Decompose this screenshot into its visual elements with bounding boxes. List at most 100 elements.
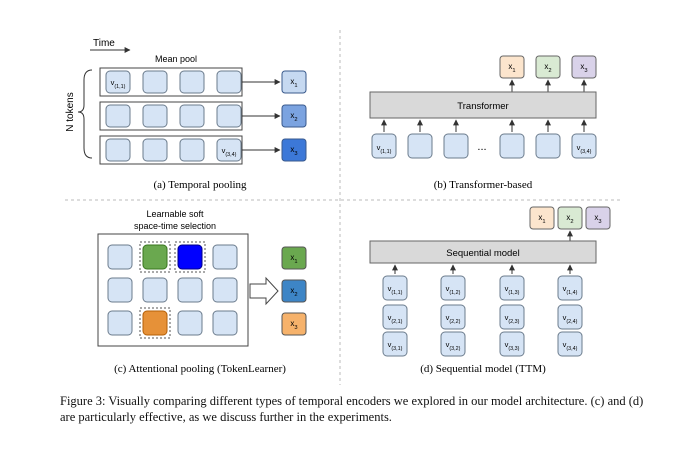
token xyxy=(216,70,242,94)
panel-b-caption: (b) Transformer-based xyxy=(434,179,533,191)
token-label-first: v(1,1) xyxy=(111,78,126,90)
token xyxy=(440,275,466,301)
output-token-label: x1 xyxy=(290,253,297,265)
token xyxy=(499,331,525,357)
token xyxy=(142,104,168,128)
token xyxy=(382,331,408,357)
token xyxy=(499,275,525,301)
token xyxy=(177,244,203,270)
time-label: Time xyxy=(93,38,115,49)
transformer-box xyxy=(369,91,597,119)
token xyxy=(535,133,561,159)
token-label: v(1,3) xyxy=(505,284,520,296)
sequential-model-box xyxy=(369,240,597,264)
panel-attentional-pooling: Learnable soft space-time selection x1x2… xyxy=(97,209,307,375)
output-token xyxy=(281,138,307,162)
output-token xyxy=(281,70,307,94)
token xyxy=(382,304,408,330)
token xyxy=(440,331,466,357)
token xyxy=(177,310,203,336)
output-token xyxy=(499,55,525,79)
selection-highlight xyxy=(139,307,171,339)
token xyxy=(407,133,433,159)
token xyxy=(557,331,583,357)
output-token xyxy=(585,206,611,230)
token xyxy=(499,133,525,159)
token-label: v(3,3) xyxy=(505,340,520,352)
token-label: v(2,4) xyxy=(563,313,578,325)
token xyxy=(142,244,168,270)
token xyxy=(105,138,131,162)
output-token xyxy=(281,279,307,303)
output-token xyxy=(281,246,307,270)
token-grid-frame xyxy=(97,233,249,347)
panel-d-caption: (d) Sequential model (TTM) xyxy=(420,363,546,375)
output-token-label: x3 xyxy=(290,145,297,157)
output-token-label: x2 xyxy=(544,62,551,74)
output-token-label: x1 xyxy=(538,213,545,225)
output-token-label: x1 xyxy=(290,77,297,89)
token xyxy=(499,304,525,330)
token xyxy=(179,104,205,128)
hollow-arrow xyxy=(249,276,279,306)
token xyxy=(440,304,466,330)
output-token-label: x2 xyxy=(566,213,573,225)
token xyxy=(212,277,238,303)
panel-c-caption: (c) Attentional pooling (TokenLearner) xyxy=(114,363,286,375)
selection-highlight xyxy=(174,241,206,273)
token xyxy=(107,244,133,270)
token-label: v(3,4) xyxy=(563,340,578,352)
mean-pool-label: Mean pool xyxy=(155,54,197,64)
token-label-first: v(1,1) xyxy=(377,143,392,155)
output-token xyxy=(557,206,583,230)
figure-caption: Figure 3: Visually comparing different t… xyxy=(60,394,644,424)
token xyxy=(216,138,242,162)
token xyxy=(142,138,168,162)
token-label: v(3,1) xyxy=(388,340,403,352)
selection-label-line1: Learnable soft xyxy=(146,209,204,219)
token xyxy=(177,277,203,303)
panel-temporal-pooling: Time Mean pool N tokens x1 x2 x3 v(1,1) v(3,… xyxy=(65,38,307,191)
token xyxy=(105,70,131,94)
token-label: v(2,1) xyxy=(388,313,403,325)
output-token-label: x2 xyxy=(290,111,297,123)
token xyxy=(216,104,242,128)
token-label: v(2,3) xyxy=(505,313,520,325)
output-token xyxy=(571,55,597,79)
token-label: v(2,2) xyxy=(446,313,461,325)
output-token xyxy=(281,312,307,336)
output-token-label: x2 xyxy=(290,286,297,298)
token xyxy=(571,133,597,159)
output-token xyxy=(535,55,561,79)
token-label-last: v(3,4) xyxy=(577,143,592,155)
token xyxy=(443,133,469,159)
output-token-label: x3 xyxy=(594,213,601,225)
output-token xyxy=(529,206,555,230)
token xyxy=(107,277,133,303)
token xyxy=(179,138,205,162)
token xyxy=(371,133,397,159)
output-token-label: x3 xyxy=(580,62,587,74)
output-token-label: x1 xyxy=(508,62,515,74)
sequential-model-label: Sequential model xyxy=(446,248,519,259)
token-label: v(1,4) xyxy=(563,284,578,296)
token-label: v(1,2) xyxy=(446,284,461,296)
token xyxy=(105,104,131,128)
token xyxy=(142,277,168,303)
token xyxy=(107,310,133,336)
token xyxy=(142,310,168,336)
token xyxy=(557,304,583,330)
token-label-last: v(3,4) xyxy=(222,146,237,158)
output-token-label: x3 xyxy=(290,319,297,331)
token xyxy=(382,275,408,301)
token xyxy=(179,70,205,94)
n-tokens-label: N tokens xyxy=(65,92,76,131)
token xyxy=(142,70,168,94)
panel-a-caption: (a) Temporal pooling xyxy=(153,179,247,191)
output-token xyxy=(281,104,307,128)
n-tokens-brace xyxy=(77,69,93,159)
transformer-label: Transformer xyxy=(457,101,508,112)
